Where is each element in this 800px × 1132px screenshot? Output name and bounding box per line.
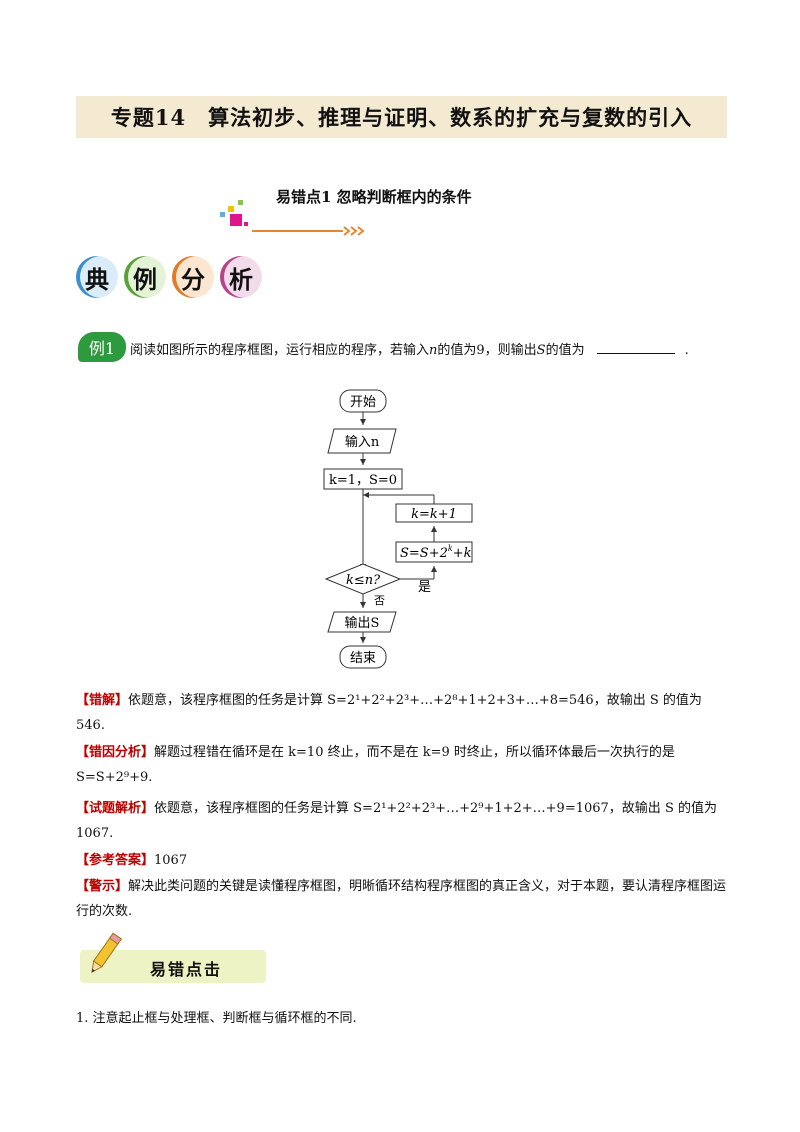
program-flowchart: 开始 输入n k=1，S=0 k=k+1 S=S+2k+k k≤n? 是 否 输… xyxy=(323,389,473,669)
end-terminal xyxy=(339,645,387,669)
typical-example-banner: 典 例 分 析 xyxy=(76,256,262,298)
banner-char-4: 析 xyxy=(220,256,262,298)
update-k-label: k=k+1 xyxy=(411,507,457,522)
init-label: k=1，S=0 xyxy=(329,473,397,488)
answer-blank xyxy=(596,353,675,354)
wrong-solution-paragraph: 【错解】依题意，该程序框图的任务是计算 S=2¹+2²+2³+…+2⁸+1+2+… xyxy=(76,693,702,733)
no-label: 否 xyxy=(374,594,385,607)
error-tips-label: 易错点击 xyxy=(150,960,223,979)
start-label: 开始 xyxy=(350,395,376,410)
yes-label: 是 xyxy=(418,580,431,595)
example-question: 阅读如图所示的程序框图，运行相应的程序，若输入n的值为9，则输出S的值为. xyxy=(130,343,689,358)
error-tips-banner: 易错点击 xyxy=(80,950,266,983)
update-s-label: S=S+2k+k xyxy=(400,544,472,561)
condition-label: k≤n? xyxy=(346,573,381,588)
section-subtitle: 易错点1 忽略判断框内的条件 xyxy=(276,188,472,206)
end-label: 结束 xyxy=(350,651,376,666)
error-reason-paragraph: 【错因分析】解题过程错在循环是在 k=10 终止，而不是在 k=9 时终止，所以… xyxy=(76,745,675,785)
input-label: 输入n xyxy=(345,434,380,450)
tip-item-1: 1. 注意起止框与处理框、判断框与循环框的不同. xyxy=(76,1011,357,1026)
section-decoration-icon xyxy=(220,200,365,236)
update-s-box xyxy=(395,541,473,563)
banner-char-3: 分 xyxy=(172,256,214,298)
banner-char-2: 例 xyxy=(124,256,166,298)
warning-paragraph: 【警示】解决此类问题的关键是读懂程序框图，明晰循环结构程序框图的真正含义，对于本… xyxy=(76,879,727,919)
topic-title-bar: 专题14 算法初步、推理与证明、数系的扩充与复数的引入 xyxy=(76,96,727,138)
pencil-icon xyxy=(91,932,122,974)
solution-paragraph: 【试题解析】依题意，该程序框图的任务是计算 S=2¹+2²+2³+…+2⁹+1+… xyxy=(76,801,717,841)
input-box xyxy=(327,428,397,454)
output-box xyxy=(327,611,397,633)
answer-paragraph: 【参考答案】1067 xyxy=(76,853,188,868)
banner-char-1: 典 xyxy=(76,256,118,298)
update-k-box xyxy=(395,503,473,523)
example-badge: 例1 xyxy=(78,332,126,362)
output-label: 输出S xyxy=(345,615,380,631)
topic-title: 专题14 算法初步、推理与证明、数系的扩充与复数的引入 xyxy=(110,105,693,130)
